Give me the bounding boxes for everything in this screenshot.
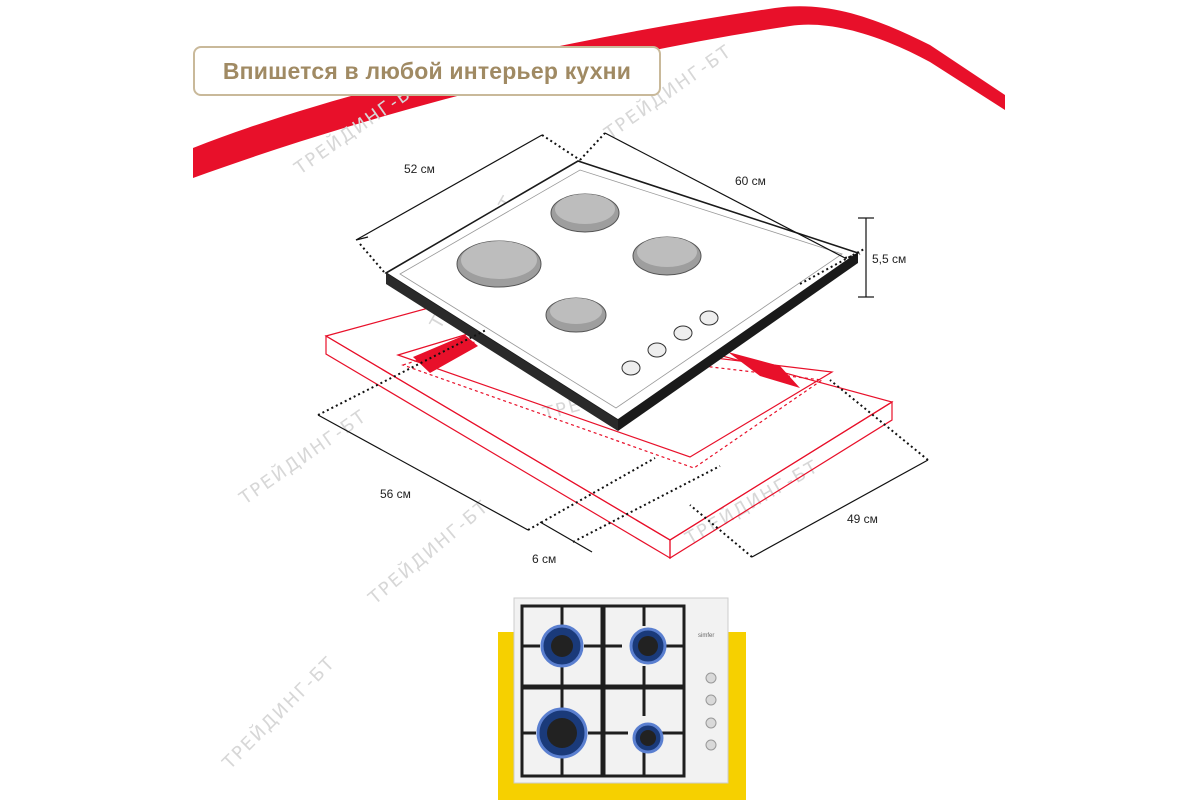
cutout-strip-left [413,335,478,373]
product-photo: simfer [498,597,746,800]
title-banner: Впишется в любой интерьер кухни [193,46,661,96]
burner-group [456,193,702,333]
photo-brand-label: simfer [698,633,714,639]
control-knobs [621,310,719,376]
label-cutout-depth: 49 см [847,512,878,526]
dimension-lines [317,132,929,558]
watermark-text-8: ТРЕЙДИНГ-БТ [217,652,340,775]
photo-knobs [705,672,717,751]
label-edge-gap: 6 см [532,552,556,566]
red-swoosh-band [193,6,1005,178]
photo-burners [536,624,667,759]
cutout-strip-right [728,352,800,388]
hob-panel [384,160,860,431]
photo-hob-surface [513,597,729,784]
label-top-width: 60 см [735,174,766,188]
label-height: 5,5 см [872,252,906,266]
watermark-text-4: ТРЕЙДИНГ-БТ [363,495,493,609]
page-title: Впишется в любой интерьер кухни [222,57,632,84]
label-top-depth: 52 см [404,162,435,176]
watermark-text-6: ТРЕЙДИНГ-БТ [681,455,823,550]
pan-supports [520,604,686,778]
label-cutout-width: 56 см [380,487,411,501]
dimension-labels: 52 см 60 см 5,5 см 56 см 49 см 6 см [380,162,906,566]
watermark-text-3: ТРЕЙДИНГ-БТ [234,405,371,510]
